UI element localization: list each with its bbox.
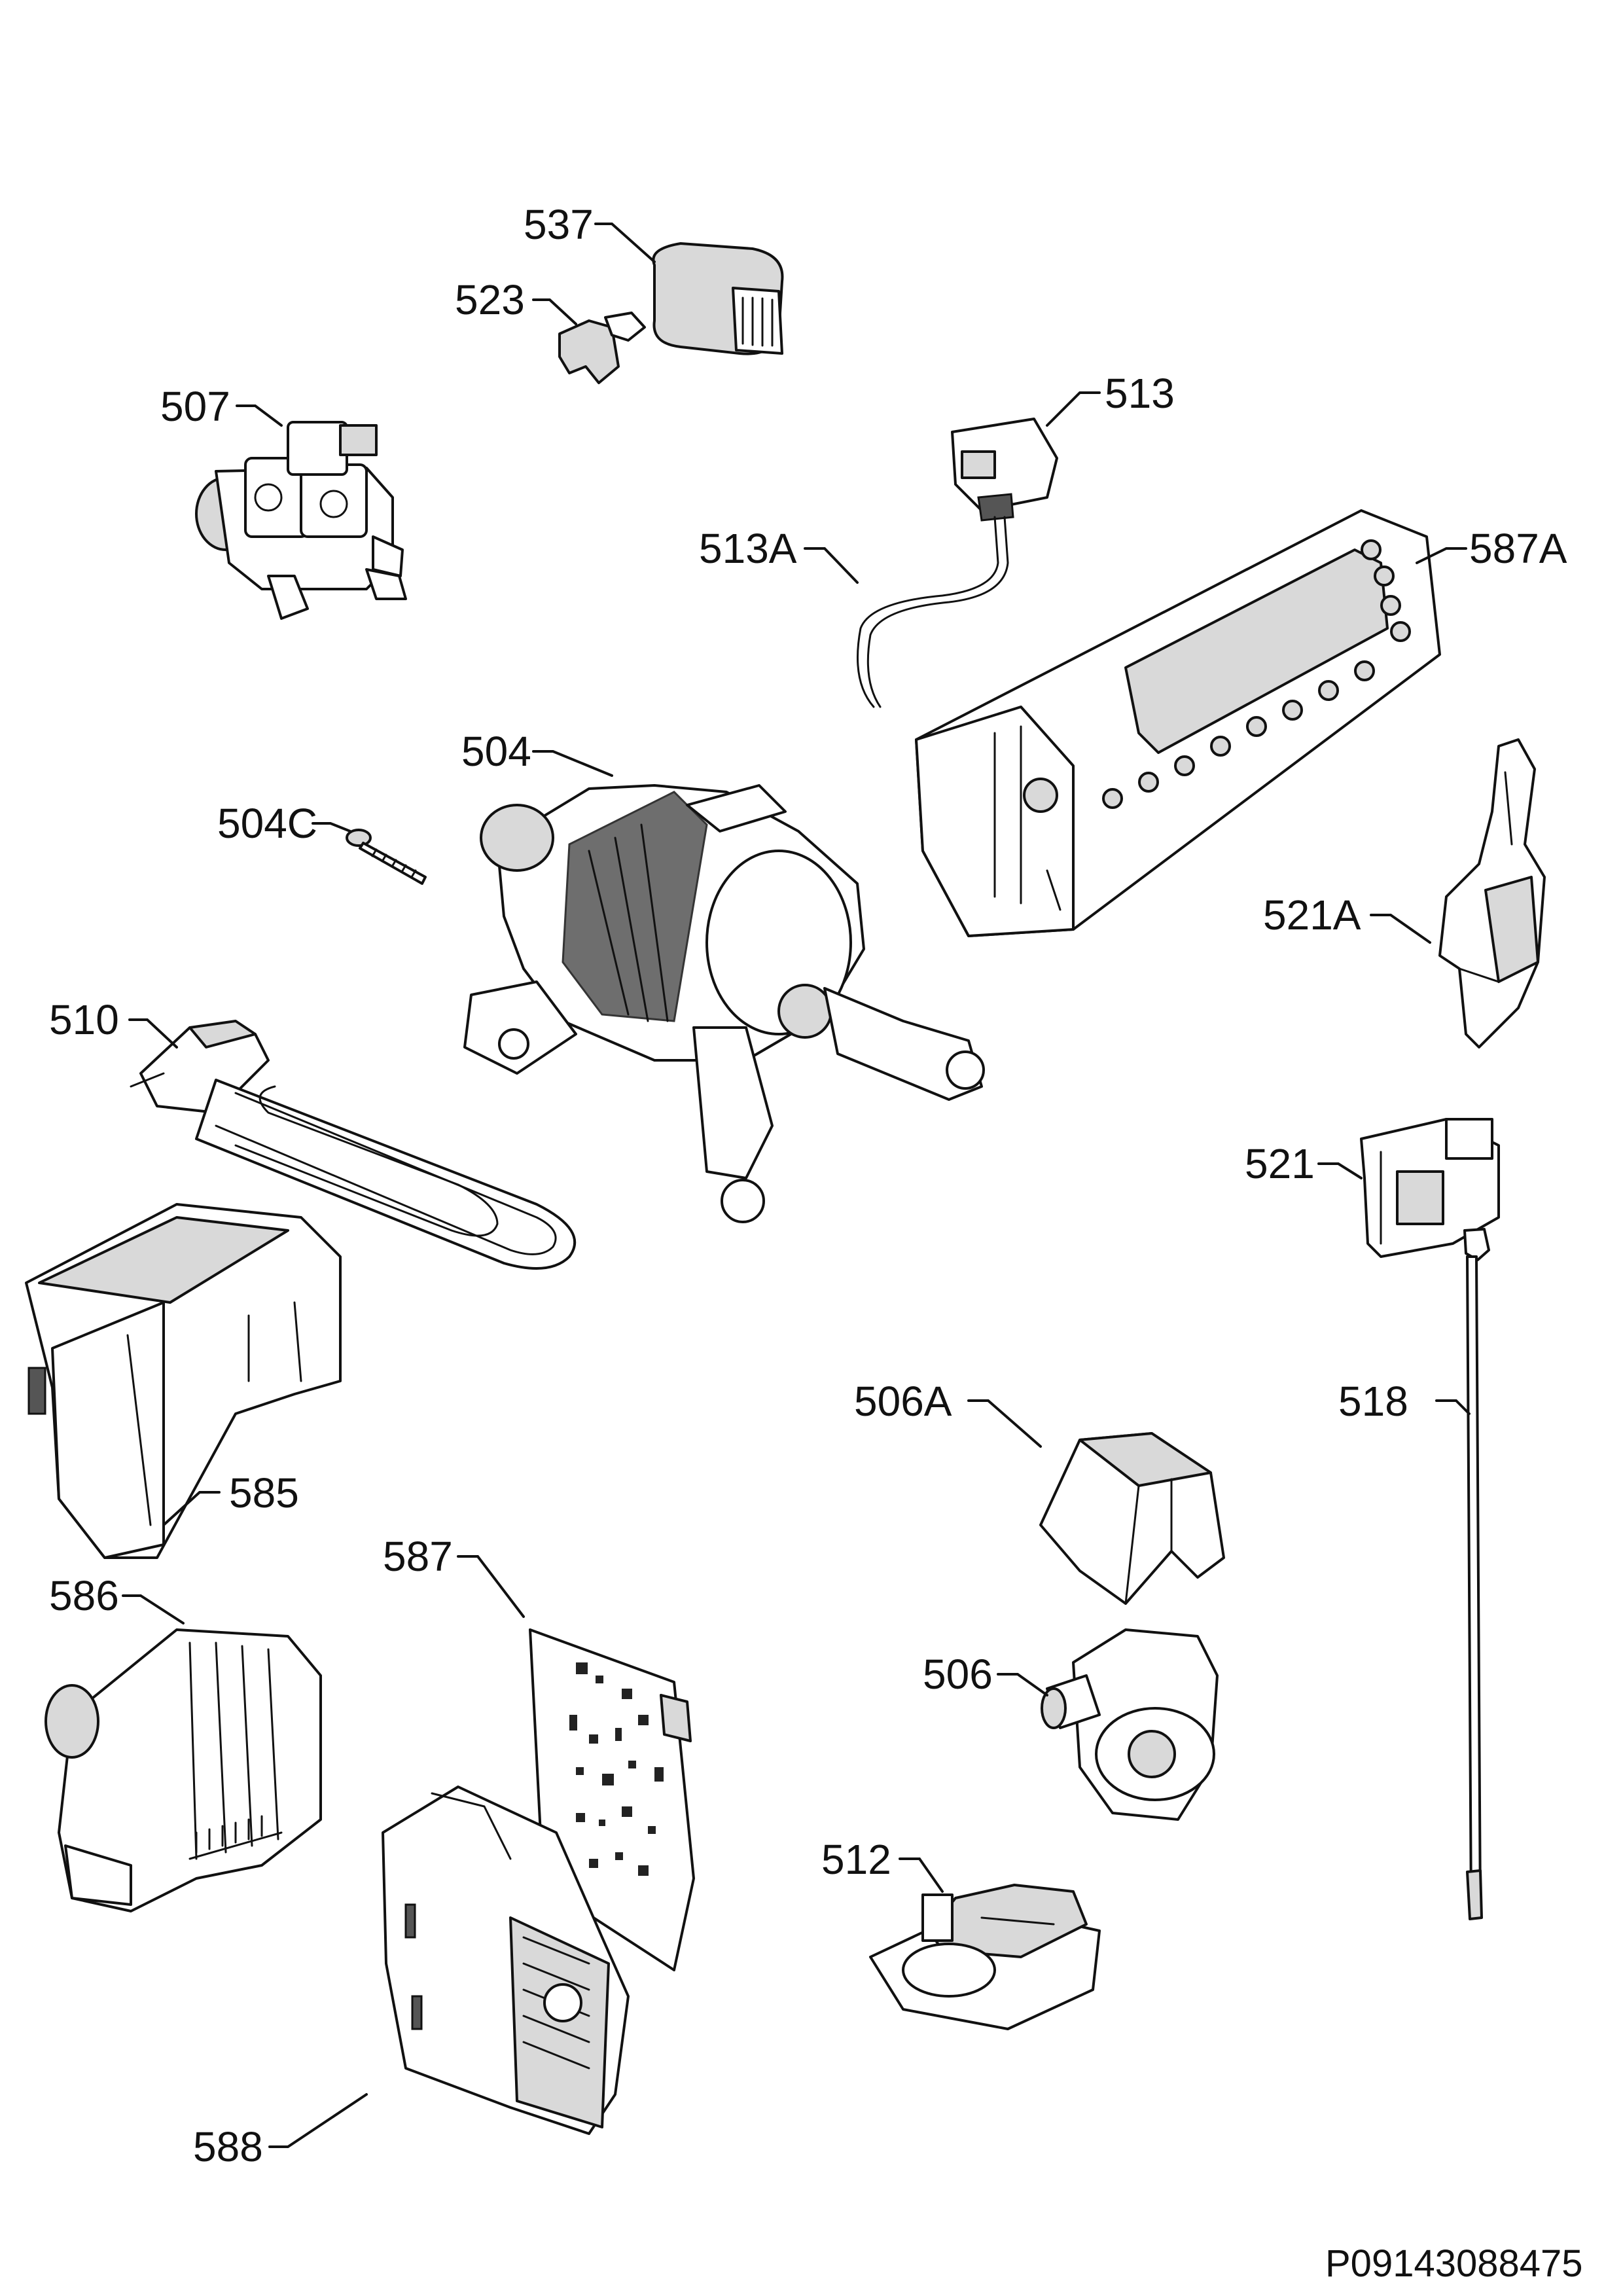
part-521-door-lock[interactable] xyxy=(1360,1118,1500,1258)
label-504: 504 xyxy=(461,728,531,775)
label-518: 518 xyxy=(1338,1378,1408,1425)
part-586-housing[interactable] xyxy=(45,1628,322,1912)
leader-507 xyxy=(236,404,283,427)
label-587: 587 xyxy=(383,1533,453,1580)
leader-588 xyxy=(268,2093,368,2148)
label-585: 585 xyxy=(229,1469,299,1516)
leader-523 xyxy=(532,298,577,325)
leader-506a xyxy=(967,1399,1042,1448)
label-507: 507 xyxy=(160,383,230,430)
part-513a-cable[interactable] xyxy=(857,516,1009,708)
label-513: 513 xyxy=(1105,370,1175,417)
leader-512 xyxy=(899,1857,944,1893)
leader-586 xyxy=(122,1594,185,1624)
label-506a: 506A xyxy=(854,1378,952,1425)
label-521: 521 xyxy=(1245,1140,1315,1187)
part-504c-screw[interactable] xyxy=(346,829,427,885)
leader-510 xyxy=(128,1018,178,1049)
leader-587a xyxy=(1416,547,1467,564)
part-504-motor[interactable] xyxy=(463,784,985,1223)
leader-504 xyxy=(532,750,613,777)
part-518-rod[interactable] xyxy=(1463,1228,1490,1920)
label-588: 588 xyxy=(193,2123,263,2170)
label-537: 537 xyxy=(524,201,594,248)
label-510: 510 xyxy=(49,996,119,1043)
document-id: P09143088475 xyxy=(1325,2242,1583,2285)
leader-585 xyxy=(162,1491,221,1526)
leader-587 xyxy=(457,1555,525,1618)
label-587a: 587A xyxy=(1469,525,1567,572)
leader-504c xyxy=(312,822,351,833)
part-513-sensor[interactable] xyxy=(951,418,1058,522)
part-523-clip[interactable] xyxy=(558,312,646,384)
part-506-drain-pump[interactable] xyxy=(1041,1628,1219,1821)
part-510-heater[interactable] xyxy=(130,1020,577,1270)
label-504c: 504C xyxy=(217,800,317,847)
leader-521 xyxy=(1317,1162,1363,1179)
part-512-pump-support[interactable] xyxy=(869,1884,1101,2030)
label-523: 523 xyxy=(455,276,525,323)
part-506a-pump-cover[interactable] xyxy=(1039,1432,1225,1605)
label-586: 586 xyxy=(49,1572,119,1619)
leader-513 xyxy=(1046,391,1101,427)
part-521a-lock-housing[interactable] xyxy=(1438,738,1546,1049)
label-513a: 513A xyxy=(699,525,797,572)
part-507-inlet-valve[interactable] xyxy=(195,421,407,620)
part-588-board-housing[interactable] xyxy=(382,1785,630,2135)
part-587a-control-panel[interactable] xyxy=(915,509,1441,937)
label-512: 512 xyxy=(821,1836,891,1883)
leader-537 xyxy=(594,223,656,263)
part-585-cover[interactable] xyxy=(25,1203,342,1559)
label-521a: 521A xyxy=(1263,891,1361,939)
leader-521a xyxy=(1370,914,1431,944)
leader-506 xyxy=(997,1673,1048,1696)
part-537-suppressor[interactable] xyxy=(652,242,784,355)
label-506: 506 xyxy=(923,1651,993,1698)
leader-518 xyxy=(1435,1399,1471,1415)
leader-513a xyxy=(804,547,859,584)
